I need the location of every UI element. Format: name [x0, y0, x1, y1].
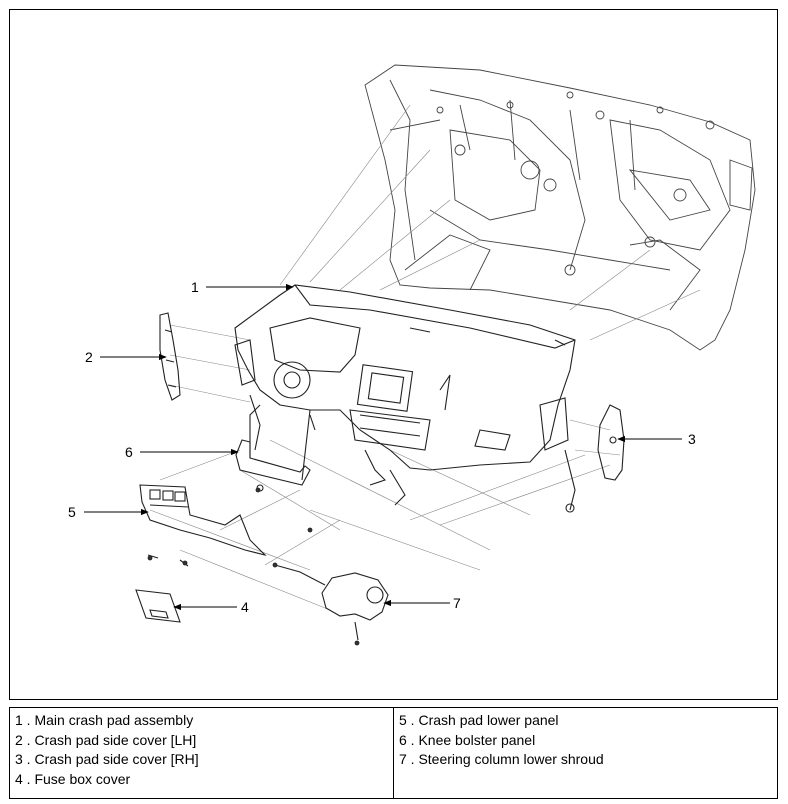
exploded-view-diagram: 1 2 3 4 5 6 7 — [9, 9, 778, 700]
legend-item-6: 6 . Knee bolster panel — [399, 731, 536, 748]
callout-label-5: 5 — [68, 504, 76, 520]
crash-pad-lower-panel — [139, 484, 267, 567]
steering-column-lower-shroud — [274, 564, 389, 641]
legend-item-5: 5 . Crash pad lower panel — [399, 712, 559, 728]
callout-label-1: 1 — [191, 279, 199, 295]
legend-item-2: 2 . Crash pad side cover [LH] — [15, 731, 197, 748]
fastener-screws — [147, 487, 360, 646]
parts-legend-table: 1 . Main crash pad assembly 2 . Crash pa… — [9, 707, 778, 799]
callout-label-6: 6 — [125, 444, 133, 460]
legend-item-4: 4 . Fuse box cover — [15, 770, 131, 787]
callout-label-2: 2 — [85, 349, 93, 365]
callout-label-3: 3 — [688, 431, 696, 447]
callout-arrows — [84, 283, 682, 611]
fuse-box-cover — [135, 589, 181, 623]
vehicle-body-structure — [364, 64, 756, 351]
callout-label-7: 7 — [453, 595, 461, 611]
legend-item-3: 3 . Crash pad side cover [RH] — [15, 751, 199, 767]
legend-column-right: 5 . Crash pad lower panel 6 . Knee bolst… — [393, 708, 777, 798]
callout-label-4: 4 — [241, 599, 249, 615]
main-crash-pad-assembly — [234, 284, 576, 513]
legend-item-1: 1 . Main crash pad assembly — [15, 712, 194, 728]
knee-bolster-panel — [235, 404, 311, 492]
assembly-projection-lines — [149, 104, 701, 611]
crash-pad-side-cover-rh — [597, 404, 625, 481]
legend-item-7: 7 . Steering column lower shroud — [399, 751, 604, 767]
legend-column-left: 1 . Main crash pad assembly 2 . Crash pa… — [10, 708, 393, 798]
diagram-canvas: 1 2 3 4 5 6 7 — [68, 64, 756, 646]
